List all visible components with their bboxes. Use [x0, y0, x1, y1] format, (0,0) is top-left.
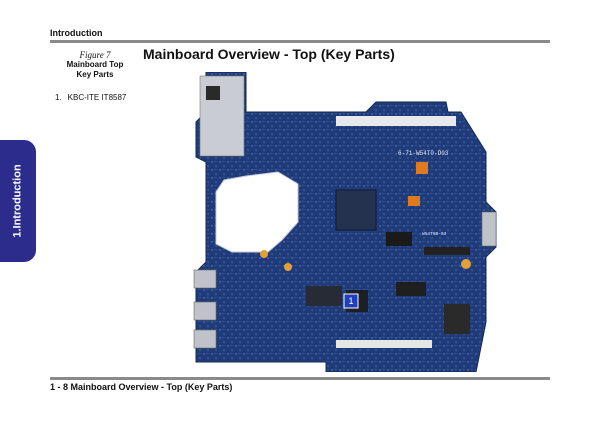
figure-caption-line2: Key Parts: [76, 70, 114, 79]
footer-page-label: 1 - 8 Mainboard Overview - Top (Key Part…: [50, 382, 233, 392]
board-silkscreen-1: 6-71-W54T0-D03: [398, 150, 449, 157]
kbc-marker-label: 1: [348, 296, 353, 306]
chapter-side-tab-label: 1.Introduction: [12, 164, 25, 238]
figure-caption-line1: Mainboard Top: [66, 60, 124, 69]
list-item-number: 1.: [55, 93, 62, 102]
figure-number: Figure 7: [79, 50, 111, 60]
list-item: 1. KBC-ITE IT8587: [55, 93, 126, 102]
key-parts-list: 1. KBC-ITE IT8587: [55, 93, 126, 102]
page-title: Mainboard Overview - Top (Key Parts): [143, 46, 395, 62]
header-section-label: Introduction: [50, 28, 103, 38]
footer-divider: [50, 377, 550, 380]
board-silkscreen-2: W54T0B-03: [422, 231, 447, 237]
mainboard-illustration: 1 6-71-W54T0-D03 W54T0B-03: [193, 71, 497, 373]
chapter-side-tab[interactable]: 1.Introduction: [0, 140, 36, 262]
figure-caption: Figure 7 Mainboard Top Key Parts: [50, 50, 140, 80]
mainboard-image: 1 6-71-W54T0-D03 W54T0B-03: [186, 71, 506, 373]
list-item-label: KBC-ITE IT8587: [67, 93, 127, 102]
header-divider: [50, 40, 550, 43]
